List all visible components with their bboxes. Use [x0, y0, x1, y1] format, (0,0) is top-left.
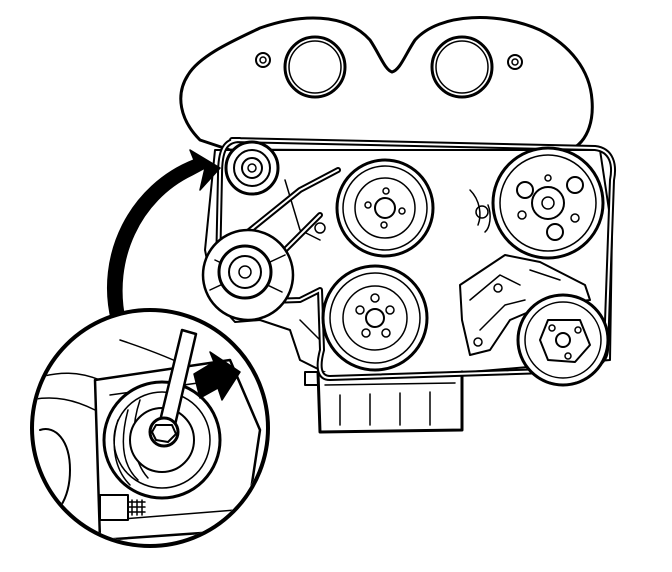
arrow-icon	[193, 351, 241, 401]
serpentine-belt	[214, 137, 616, 381]
alternator-pulley	[491, 146, 605, 260]
oil-pan	[304, 370, 464, 434]
crankshaft-pulley	[321, 264, 429, 372]
tensioner-bolt-with-wrench	[148, 328, 198, 448]
belt-tensioner-pulley	[201, 228, 295, 322]
detail-magnifier	[30, 308, 270, 548]
bracket-bolt	[99, 494, 146, 521]
curved-arrow-icon	[107, 149, 221, 323]
engine-cover	[179, 16, 594, 154]
ac-compressor-pulley	[516, 293, 610, 387]
power-steering-pump-pulley	[335, 158, 435, 258]
belt-idler-pulley	[224, 140, 280, 196]
